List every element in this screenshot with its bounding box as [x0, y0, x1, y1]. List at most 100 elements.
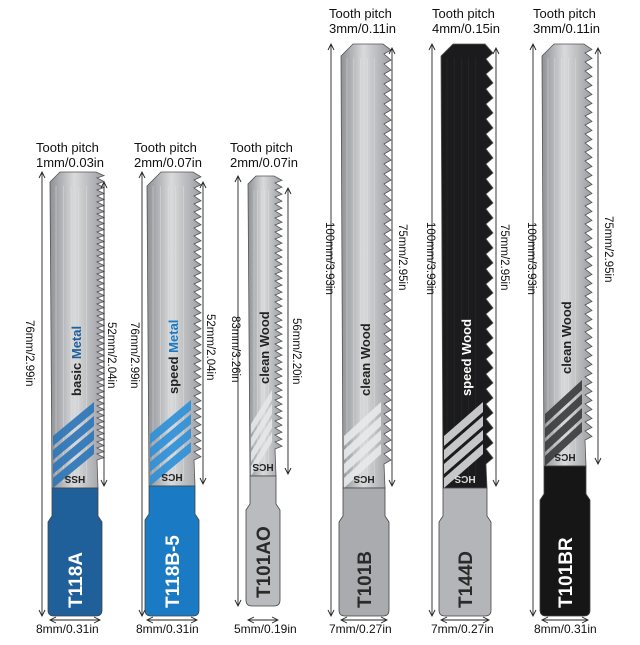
- brand-text: basic Metal: [69, 326, 84, 396]
- stripe-mark: [444, 402, 483, 446]
- blade-3-total-length: 83mm/3.26in: [229, 316, 241, 383]
- model-code: T101B: [355, 551, 376, 608]
- stripe-mark: [344, 444, 381, 488]
- blade-3-pitch: Tooth pitch 2mm/0.07in: [230, 140, 298, 170]
- arrowhead: [388, 46, 396, 488]
- arrowhead: [439, 616, 491, 624]
- pitch-label: Tooth pitch: [329, 6, 392, 21]
- brand-line-2: Wood: [358, 323, 373, 359]
- stripe-mark: [150, 400, 191, 444]
- arrowhead: [100, 180, 108, 488]
- material-label: HSS: [64, 473, 85, 484]
- brand-line-2: Metal: [166, 320, 181, 353]
- arrowhead: [234, 174, 242, 608]
- stripe-mark: [344, 416, 381, 460]
- arrowhead: [339, 616, 389, 624]
- material-label: HCS: [161, 471, 182, 482]
- stripe-mark: [545, 422, 582, 466]
- blade-5-width: 7mm/0.27in: [431, 622, 494, 636]
- arrowhead: [540, 616, 590, 624]
- brand-line-1: speed: [166, 353, 181, 394]
- blade-4-total-length: 100mm/3.93in: [323, 222, 335, 295]
- brand-line-1: speed: [459, 355, 474, 396]
- stripe-mark: [444, 444, 483, 488]
- blade-shank: [338, 487, 390, 617]
- stripe-mark: [545, 394, 582, 438]
- pitch-value: 3mm/0.11in: [533, 21, 600, 36]
- blade-4-width: 7mm/0.27in: [329, 622, 392, 636]
- pitch-label: Tooth pitch: [533, 6, 596, 21]
- arrowhead: [428, 42, 436, 618]
- blade-shank: [144, 485, 200, 617]
- pitch-value: 4mm/0.15in: [432, 21, 500, 36]
- stripe-mark: [53, 444, 94, 488]
- brand-line-2: Metal: [69, 326, 84, 359]
- brand-line-1: clean: [358, 359, 373, 396]
- stripe-mark: [53, 402, 94, 446]
- material-label: HCS: [554, 451, 575, 462]
- stripe-mark: [53, 416, 94, 460]
- blade-4-pitch: Tooth pitch 3mm/0.11in: [329, 6, 396, 36]
- brand-line-2: Wood: [559, 301, 574, 337]
- brand-text: speed Wood: [459, 319, 474, 396]
- pitch-value: 3mm/0.11in: [329, 21, 396, 36]
- material-label: HCS: [353, 473, 374, 484]
- blade-shank: [438, 487, 492, 617]
- blade-1-width: 8mm/0.31in: [36, 622, 99, 636]
- material-label: HCS: [252, 461, 273, 472]
- stripe-mark: [344, 430, 381, 474]
- blade-shank: [245, 475, 281, 607]
- pitch-value: 2mm/0.07in: [230, 155, 298, 170]
- stripe-mark: [251, 432, 272, 476]
- arrowhead: [594, 46, 602, 466]
- brand-text: clean Wood: [358, 323, 373, 396]
- blade-5-pitch: Tooth pitch 4mm/0.15in: [432, 6, 500, 36]
- arrowhead: [145, 616, 199, 624]
- arrowhead: [327, 42, 335, 618]
- model-code: T101AO: [254, 526, 275, 598]
- stripe-mark: [150, 428, 191, 472]
- blade-1-total-length: 76mm/2.99in: [23, 320, 35, 387]
- dimension-lines-6: [529, 42, 602, 624]
- arrowhead: [138, 170, 146, 618]
- blade-6-total-length: 100mm/3.93in: [525, 222, 537, 295]
- model-code: T118B-5: [163, 535, 184, 608]
- brand-line-1: clean: [257, 347, 272, 384]
- arrowhead: [48, 616, 102, 624]
- brand-text: clean Wood: [559, 301, 574, 374]
- arrowhead: [199, 180, 207, 486]
- stripe-mark: [545, 408, 582, 452]
- arrowhead: [492, 46, 500, 488]
- blade-6-pitch: Tooth pitch 3mm/0.11in: [533, 6, 600, 36]
- blade-5-total-length: 100mm/3.93in: [424, 222, 436, 295]
- arrowhead: [246, 616, 280, 624]
- brand-line-1: clean: [559, 337, 574, 374]
- dimension-lines-3: [234, 174, 292, 624]
- blade-4-working-length: 75mm/2.95in: [396, 224, 408, 291]
- blade-1-working-length: 52mm/2.04in: [105, 322, 117, 389]
- stripe-mark: [444, 416, 483, 460]
- blade-3-width: 5mm/0.19in: [234, 622, 297, 636]
- arrowhead: [38, 170, 46, 618]
- blade-2-working-length: 52mm/2.04in: [204, 314, 216, 381]
- stripe-mark: [251, 418, 272, 462]
- pitch-value: 2mm/0.07in: [134, 155, 202, 170]
- pitch-label: Tooth pitch: [432, 6, 495, 21]
- blade-6-width: 8mm/0.31in: [534, 622, 597, 636]
- material-label: HCS: [454, 473, 475, 484]
- stripe-mark: [444, 430, 483, 474]
- pitch-label: Tooth pitch: [230, 140, 293, 155]
- dimension-lines-4: [327, 42, 396, 624]
- blade-3-working-length: 56mm/2.20in: [290, 318, 302, 385]
- stripe-mark: [251, 390, 272, 434]
- blade-2: HCS T118B-5 speed Metal: [144, 171, 202, 617]
- pitch-label: Tooth pitch: [134, 140, 197, 155]
- blade-shank: [47, 487, 103, 617]
- brand-line-2: Wood: [459, 319, 474, 355]
- blade-shank: [539, 465, 591, 617]
